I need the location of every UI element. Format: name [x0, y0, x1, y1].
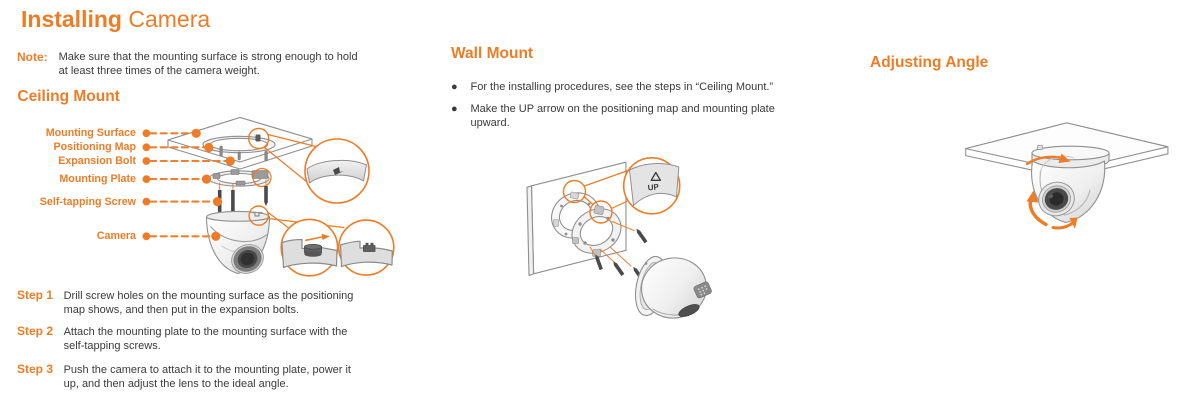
svg-text:UP: UP: [647, 182, 660, 192]
